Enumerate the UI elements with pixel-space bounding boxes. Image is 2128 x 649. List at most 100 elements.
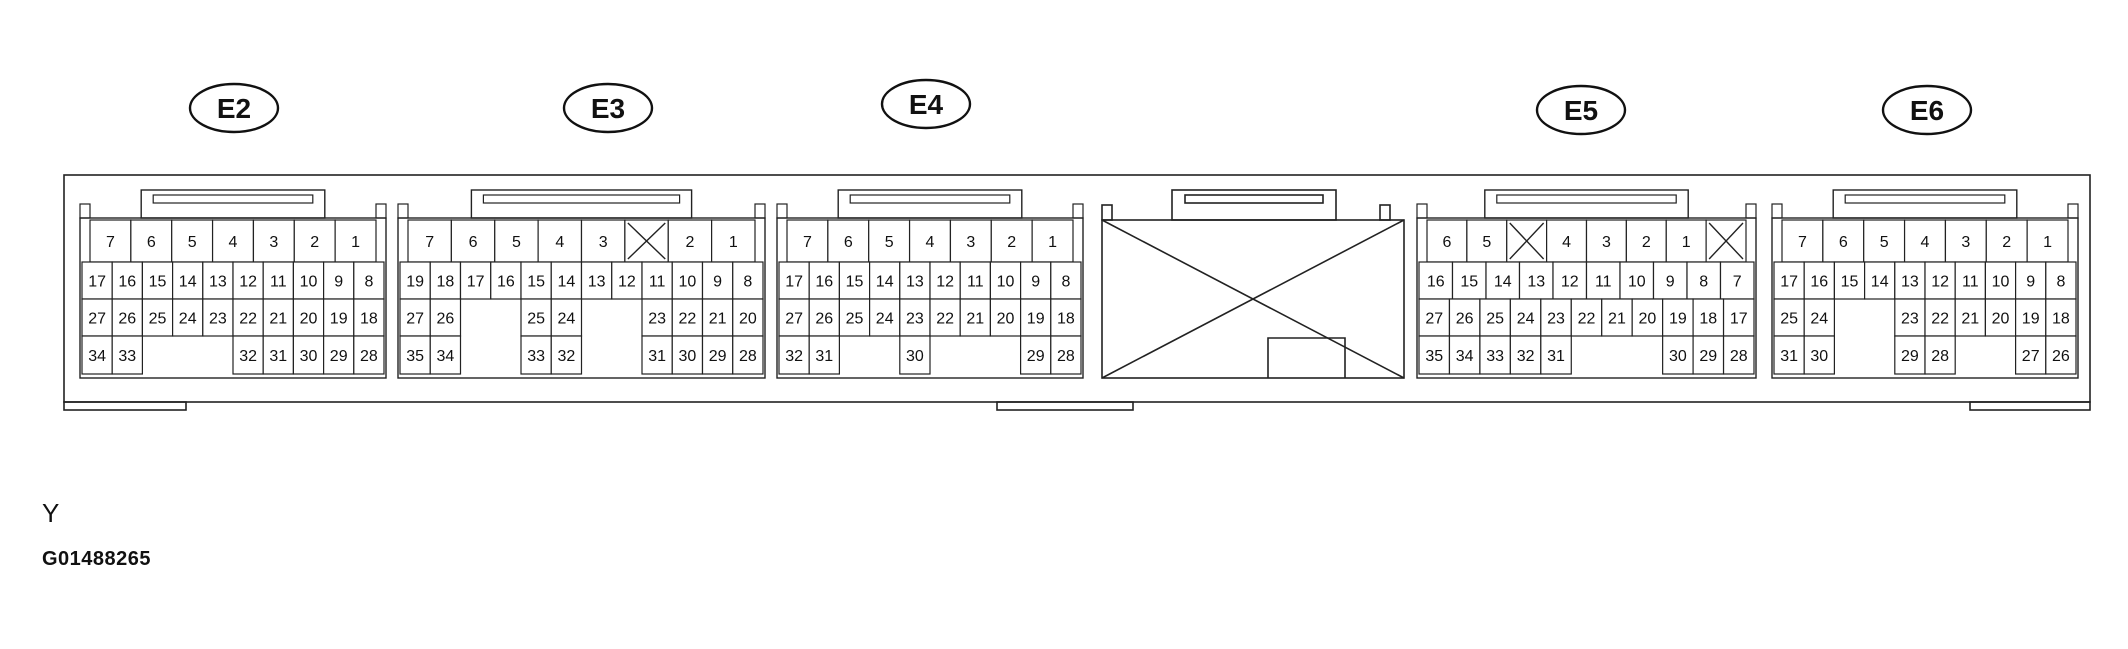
pin-number: 19: [2022, 310, 2040, 327]
callout-ellipse: [880, 78, 972, 130]
pin-number: 31: [269, 348, 287, 365]
connector-latch: [837, 189, 1023, 219]
pin-number: 32: [785, 348, 803, 365]
pin-cell: [929, 298, 961, 337]
pin-number: 25: [149, 310, 167, 327]
pin-number: 31: [1780, 348, 1798, 365]
pin-number: 15: [846, 273, 864, 290]
pin-number: 21: [709, 310, 727, 327]
pin-cell: [641, 298, 673, 337]
pin-cell: [1985, 219, 2028, 263]
side-tab: [2067, 203, 2079, 219]
blank-block: [1101, 189, 1405, 379]
pin-number: 32: [557, 348, 575, 365]
figure-letter: Y: [42, 498, 60, 528]
pin-cell: [1540, 335, 1572, 375]
pin-number: 29: [1027, 348, 1045, 365]
pin-number: 28: [1730, 348, 1748, 365]
pin-number: 3: [599, 234, 608, 251]
callout-e3: E3: [562, 82, 654, 134]
pin-number: 21: [1608, 310, 1626, 327]
callout-ellipse: [1881, 84, 1973, 136]
pin-number: 4: [555, 234, 564, 251]
pin-number: 25: [846, 310, 864, 327]
pin-cell: [334, 219, 377, 263]
pin-number: 9: [2026, 273, 2035, 290]
pin-cell: [399, 335, 431, 375]
pin-number: 29: [330, 348, 348, 365]
pin-number: 32: [1517, 348, 1535, 365]
pin-number: 23: [906, 310, 924, 327]
pin-number: 9: [1031, 273, 1040, 290]
pin-number: 26: [1456, 310, 1474, 327]
pin-cell: [2045, 335, 2077, 375]
connector-label: E3: [591, 93, 625, 124]
pin-number: 29: [1901, 348, 1919, 365]
pin-number: 3: [1961, 234, 1970, 251]
pin-cell: [399, 261, 431, 300]
pin-cell: [1692, 298, 1725, 337]
pin-cell: [732, 261, 764, 300]
pin-number: 27: [785, 310, 803, 327]
pin-number: 10: [678, 273, 696, 290]
pin-number: 14: [876, 273, 894, 290]
pin-number: 18: [360, 310, 378, 327]
pin-number: 29: [1699, 348, 1717, 365]
pin-cell: [1418, 298, 1451, 337]
pin-cell: [1418, 261, 1454, 300]
pin-cell: [1863, 261, 1896, 300]
pin-number: 17: [88, 273, 106, 290]
pin-number: 3: [1602, 234, 1611, 251]
pin-number: 30: [678, 348, 696, 365]
pin-number: 19: [1669, 310, 1687, 327]
pin-cell: [1050, 298, 1082, 337]
pin-number: 7: [803, 234, 812, 251]
pin-cell: [1479, 298, 1511, 337]
ecu-housing: [63, 174, 2091, 411]
pin-number: 31: [1547, 348, 1565, 365]
pin-cell: [2026, 219, 2069, 263]
pin-cell: [808, 335, 841, 375]
connector-label: E5: [1564, 95, 1598, 126]
pin-number: 31: [648, 348, 666, 365]
pin-cell: [1662, 298, 1694, 337]
pin-number: 18: [1699, 310, 1717, 327]
pin-cell: [407, 219, 452, 263]
pin-cell: [1984, 298, 2017, 337]
pin-number: 10: [997, 273, 1015, 290]
pin-number: 5: [1880, 234, 1889, 251]
pin-number: 7: [1733, 273, 1742, 290]
pin-cell: [1719, 261, 1755, 300]
pin-number: 8: [364, 273, 373, 290]
pin-cell: [1601, 298, 1633, 337]
pin-cell: [1451, 261, 1487, 300]
pin-cell: [292, 335, 325, 375]
pin-number: 35: [1425, 348, 1443, 365]
figure-code: G01488265: [42, 548, 152, 570]
pin-cell: [1722, 335, 1755, 375]
pin-cell: [1894, 298, 1926, 337]
pin-number: 6: [1839, 234, 1848, 251]
pin-cell: [611, 261, 643, 300]
blank-cavity-cross: [1708, 222, 1744, 260]
pin-cell: [1686, 261, 1722, 300]
pin-number: 8: [2056, 273, 2065, 290]
pin-number: 7: [425, 234, 434, 251]
pin-cell: [2045, 298, 2077, 337]
pin-cell: [1418, 335, 1451, 375]
pin-number: 20: [1639, 310, 1657, 327]
pin-cell: [429, 298, 462, 337]
side-tab: [1416, 203, 1428, 219]
pin-cell: [520, 335, 552, 375]
pin-number: 31: [815, 348, 833, 365]
pin-number: 21: [966, 310, 984, 327]
pin-number: 10: [1628, 273, 1646, 290]
pin-number: 15: [1460, 273, 1478, 290]
pin-number: 17: [1730, 310, 1748, 327]
pin-number: 7: [1798, 234, 1807, 251]
pin-cell: [141, 298, 174, 337]
pin-cell: [1863, 219, 1906, 263]
pin-cell: [292, 261, 325, 300]
